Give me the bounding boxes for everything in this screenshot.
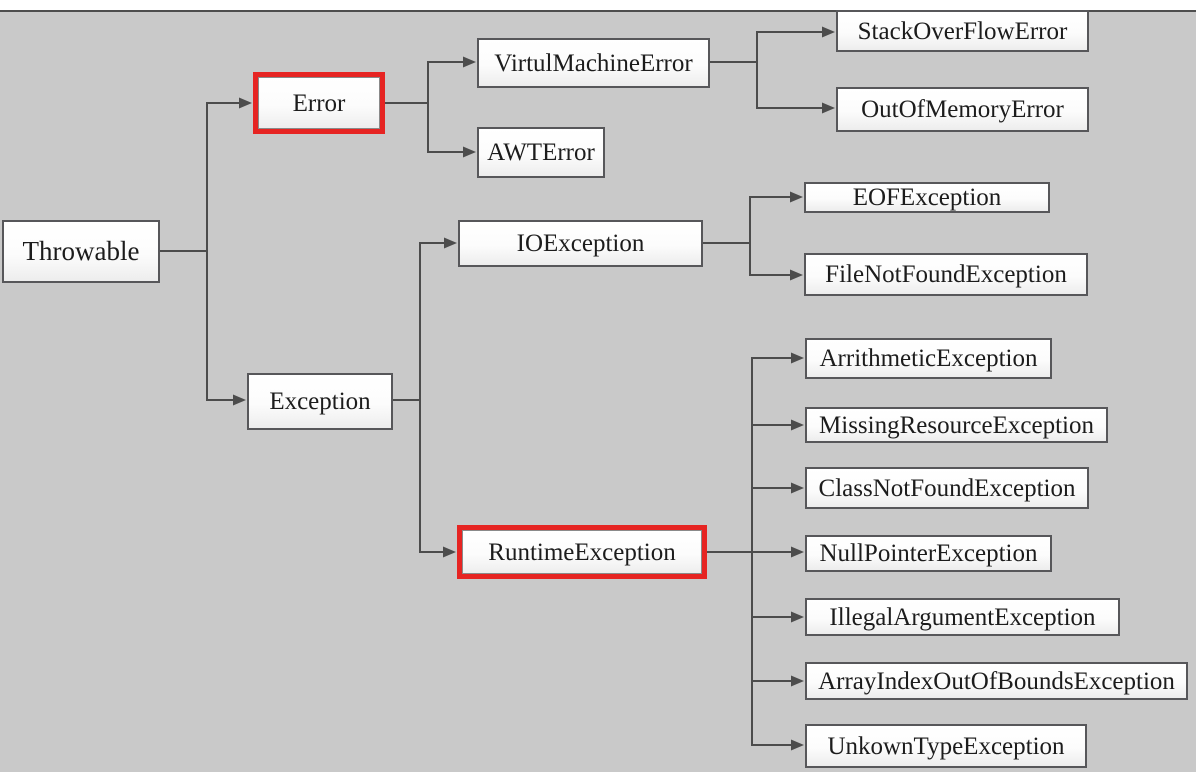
arrow-to-out-of-memory-error	[822, 102, 835, 114]
arrow-to-stack-overflow-error	[822, 26, 835, 38]
arrow-to-arithmetic-exception	[791, 352, 804, 364]
node-virtual-machine-error: VirtulMachineError	[477, 38, 710, 88]
node-exception: Exception	[247, 373, 393, 430]
arrow-to-array-index-out-of-bounds-exception	[791, 675, 804, 687]
node-unknown-type-exception: UnkownTypeException	[805, 724, 1087, 768]
arrow-to-virtual-machine-error	[463, 56, 476, 68]
arrow-to-runtime-exception	[443, 546, 456, 558]
arrow-to-error	[239, 97, 252, 109]
node-array-index-out-of-bounds-exception: ArrayIndexOutOfBoundsException	[805, 662, 1188, 700]
arrow-to-null-pointer-exception	[791, 546, 804, 558]
node-stack-overflow-error: StackOverFlowError	[836, 10, 1089, 52]
arrow-to-awt-error	[463, 146, 476, 158]
node-eof-exception: EOFException	[804, 182, 1050, 213]
node-out-of-memory-error: OutOfMemoryError	[836, 87, 1089, 132]
arrow-to-eof-exception	[790, 191, 803, 203]
node-io-exception: IOException	[458, 220, 703, 267]
arrow-to-missing-resource-exception	[791, 419, 804, 431]
node-class-not-found-exception: ClassNotFoundException	[805, 467, 1089, 509]
node-null-pointer-exception: NullPointerException	[805, 535, 1052, 572]
arrow-to-file-not-found-exception	[790, 269, 803, 281]
node-runtime-exception: RuntimeException	[457, 525, 707, 579]
node-file-not-found-exception: FileNotFoundException	[804, 253, 1088, 296]
node-arithmetic-exception: ArrithmeticException	[805, 338, 1052, 379]
arrow-to-unknown-type-exception	[791, 739, 804, 751]
arrow-to-exception	[233, 394, 246, 406]
node-illegal-argument-exception: IllegalArgumentException	[805, 598, 1120, 636]
node-missing-resource-exception: MissingResourceException	[805, 407, 1108, 443]
arrow-to-class-not-found-exception	[791, 482, 804, 494]
node-awt-error: AWTError	[477, 127, 605, 178]
arrow-to-io-exception	[444, 237, 457, 249]
node-error: Error	[253, 72, 385, 134]
node-throwable: Throwable	[2, 220, 160, 283]
arrowheads	[233, 26, 835, 751]
arrow-to-illegal-argument-exception	[791, 611, 804, 623]
connector-lines	[159, 31, 824, 746]
